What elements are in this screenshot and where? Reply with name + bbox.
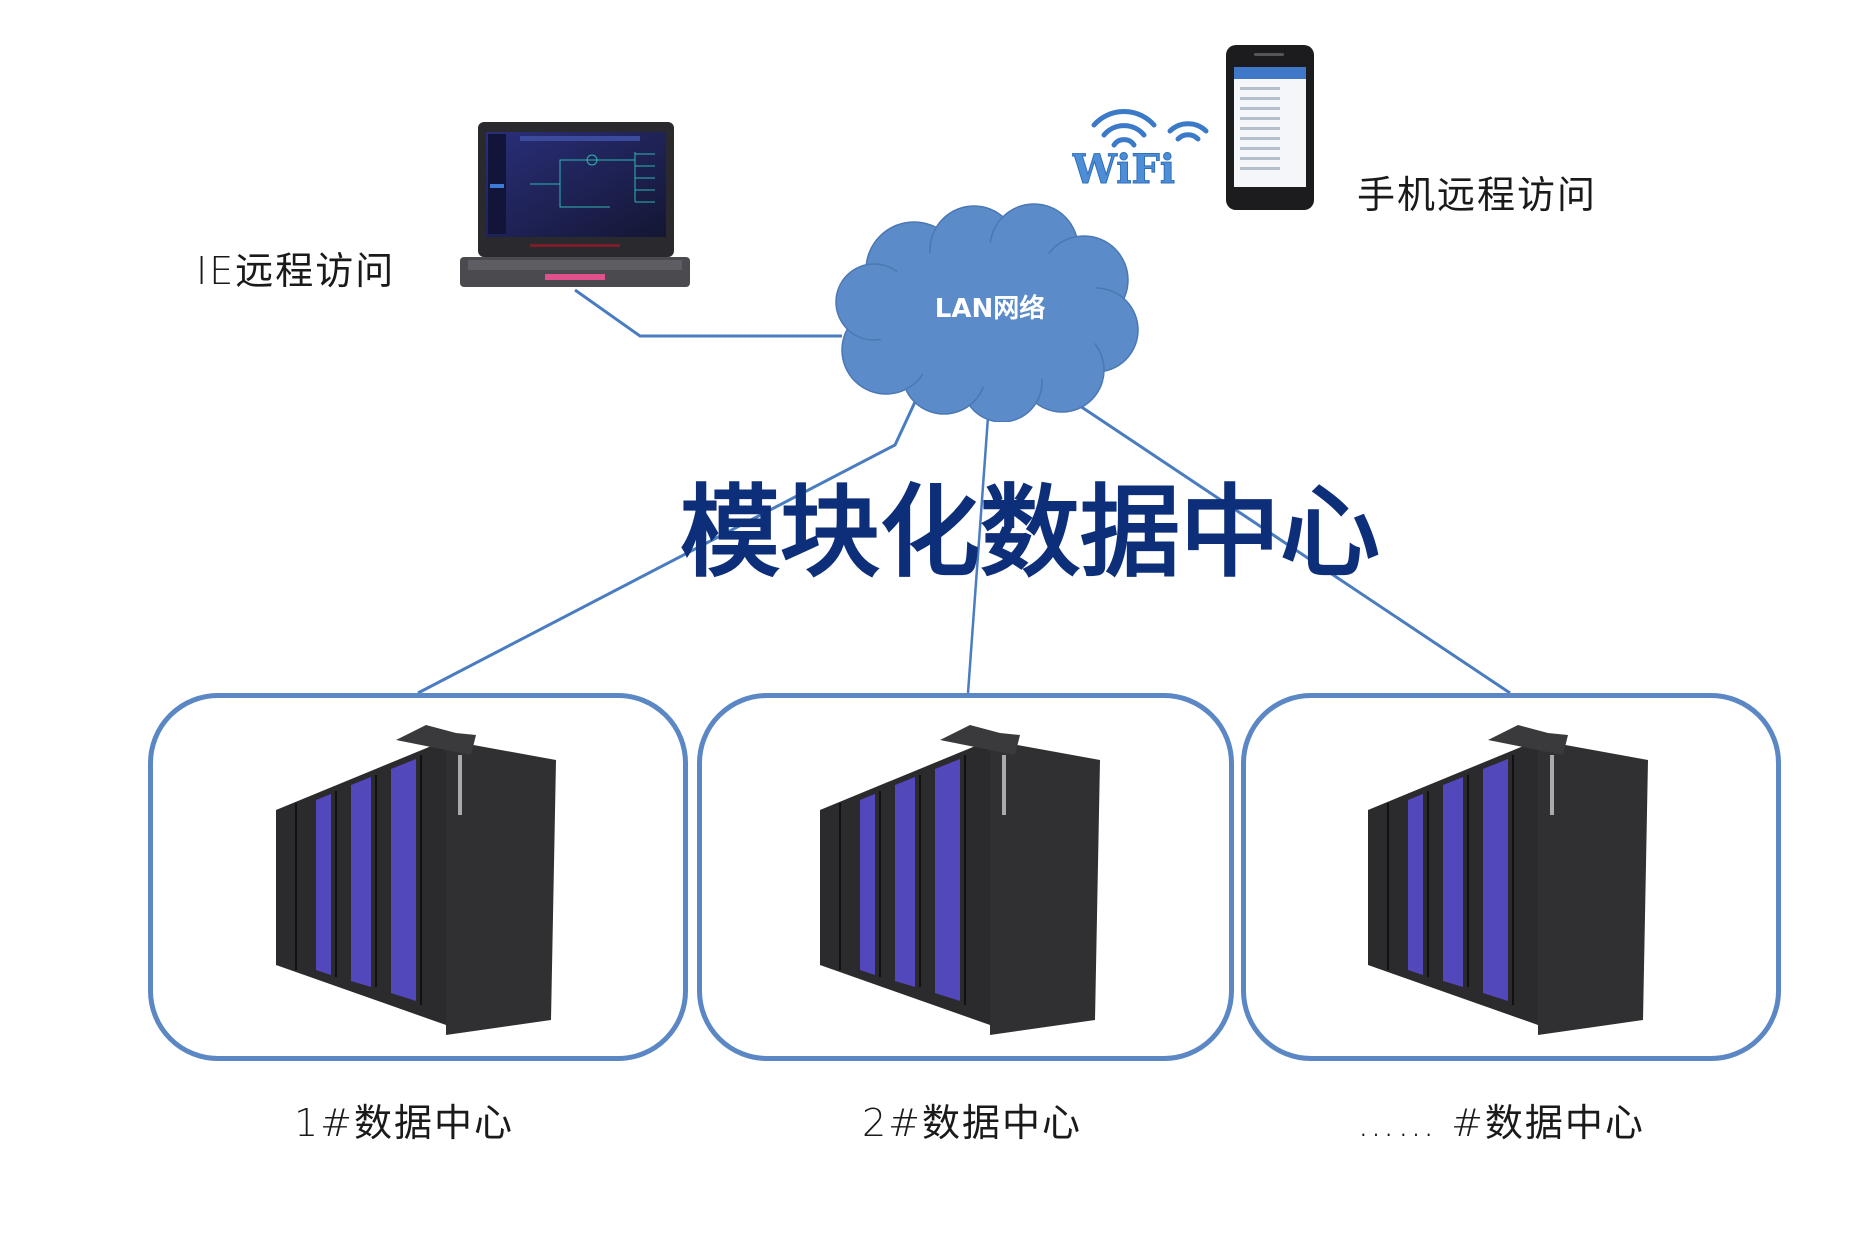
data-center-1-label: 1#数据中心: [294, 1101, 515, 1145]
server-cabinet-icon: [820, 725, 1100, 1035]
lan-cloud-icon: [835, 203, 1139, 422]
server-cabinet-icon: [276, 725, 556, 1035]
lan-network-label: LAN网络: [934, 294, 1046, 324]
data-center-n-label: …… #数据中心: [1357, 1101, 1645, 1145]
mobile-remote-access-label: 手机远程访问: [1357, 173, 1598, 217]
ie-remote-access-label: IE远程访问: [196, 249, 396, 293]
wifi-text: WiFi: [1072, 146, 1175, 185]
data-center-2-label: 2#数据中心: [862, 1101, 1083, 1145]
link-lan-to-dc1: [417, 401, 917, 695]
wifi-icon: WiFi: [1071, 103, 1212, 194]
link-lan-to-dc3: [1061, 392, 1511, 695]
diagram-title: 模块化数据中心: [680, 474, 1380, 591]
link-laptop-to-lan: [574, 288, 842, 338]
link-lan-to-dc2: [966, 416, 990, 694]
smartphone-icon: [1226, 45, 1314, 210]
server-cabinet-icon: [1368, 725, 1648, 1035]
laptop-icon: [460, 122, 690, 290]
